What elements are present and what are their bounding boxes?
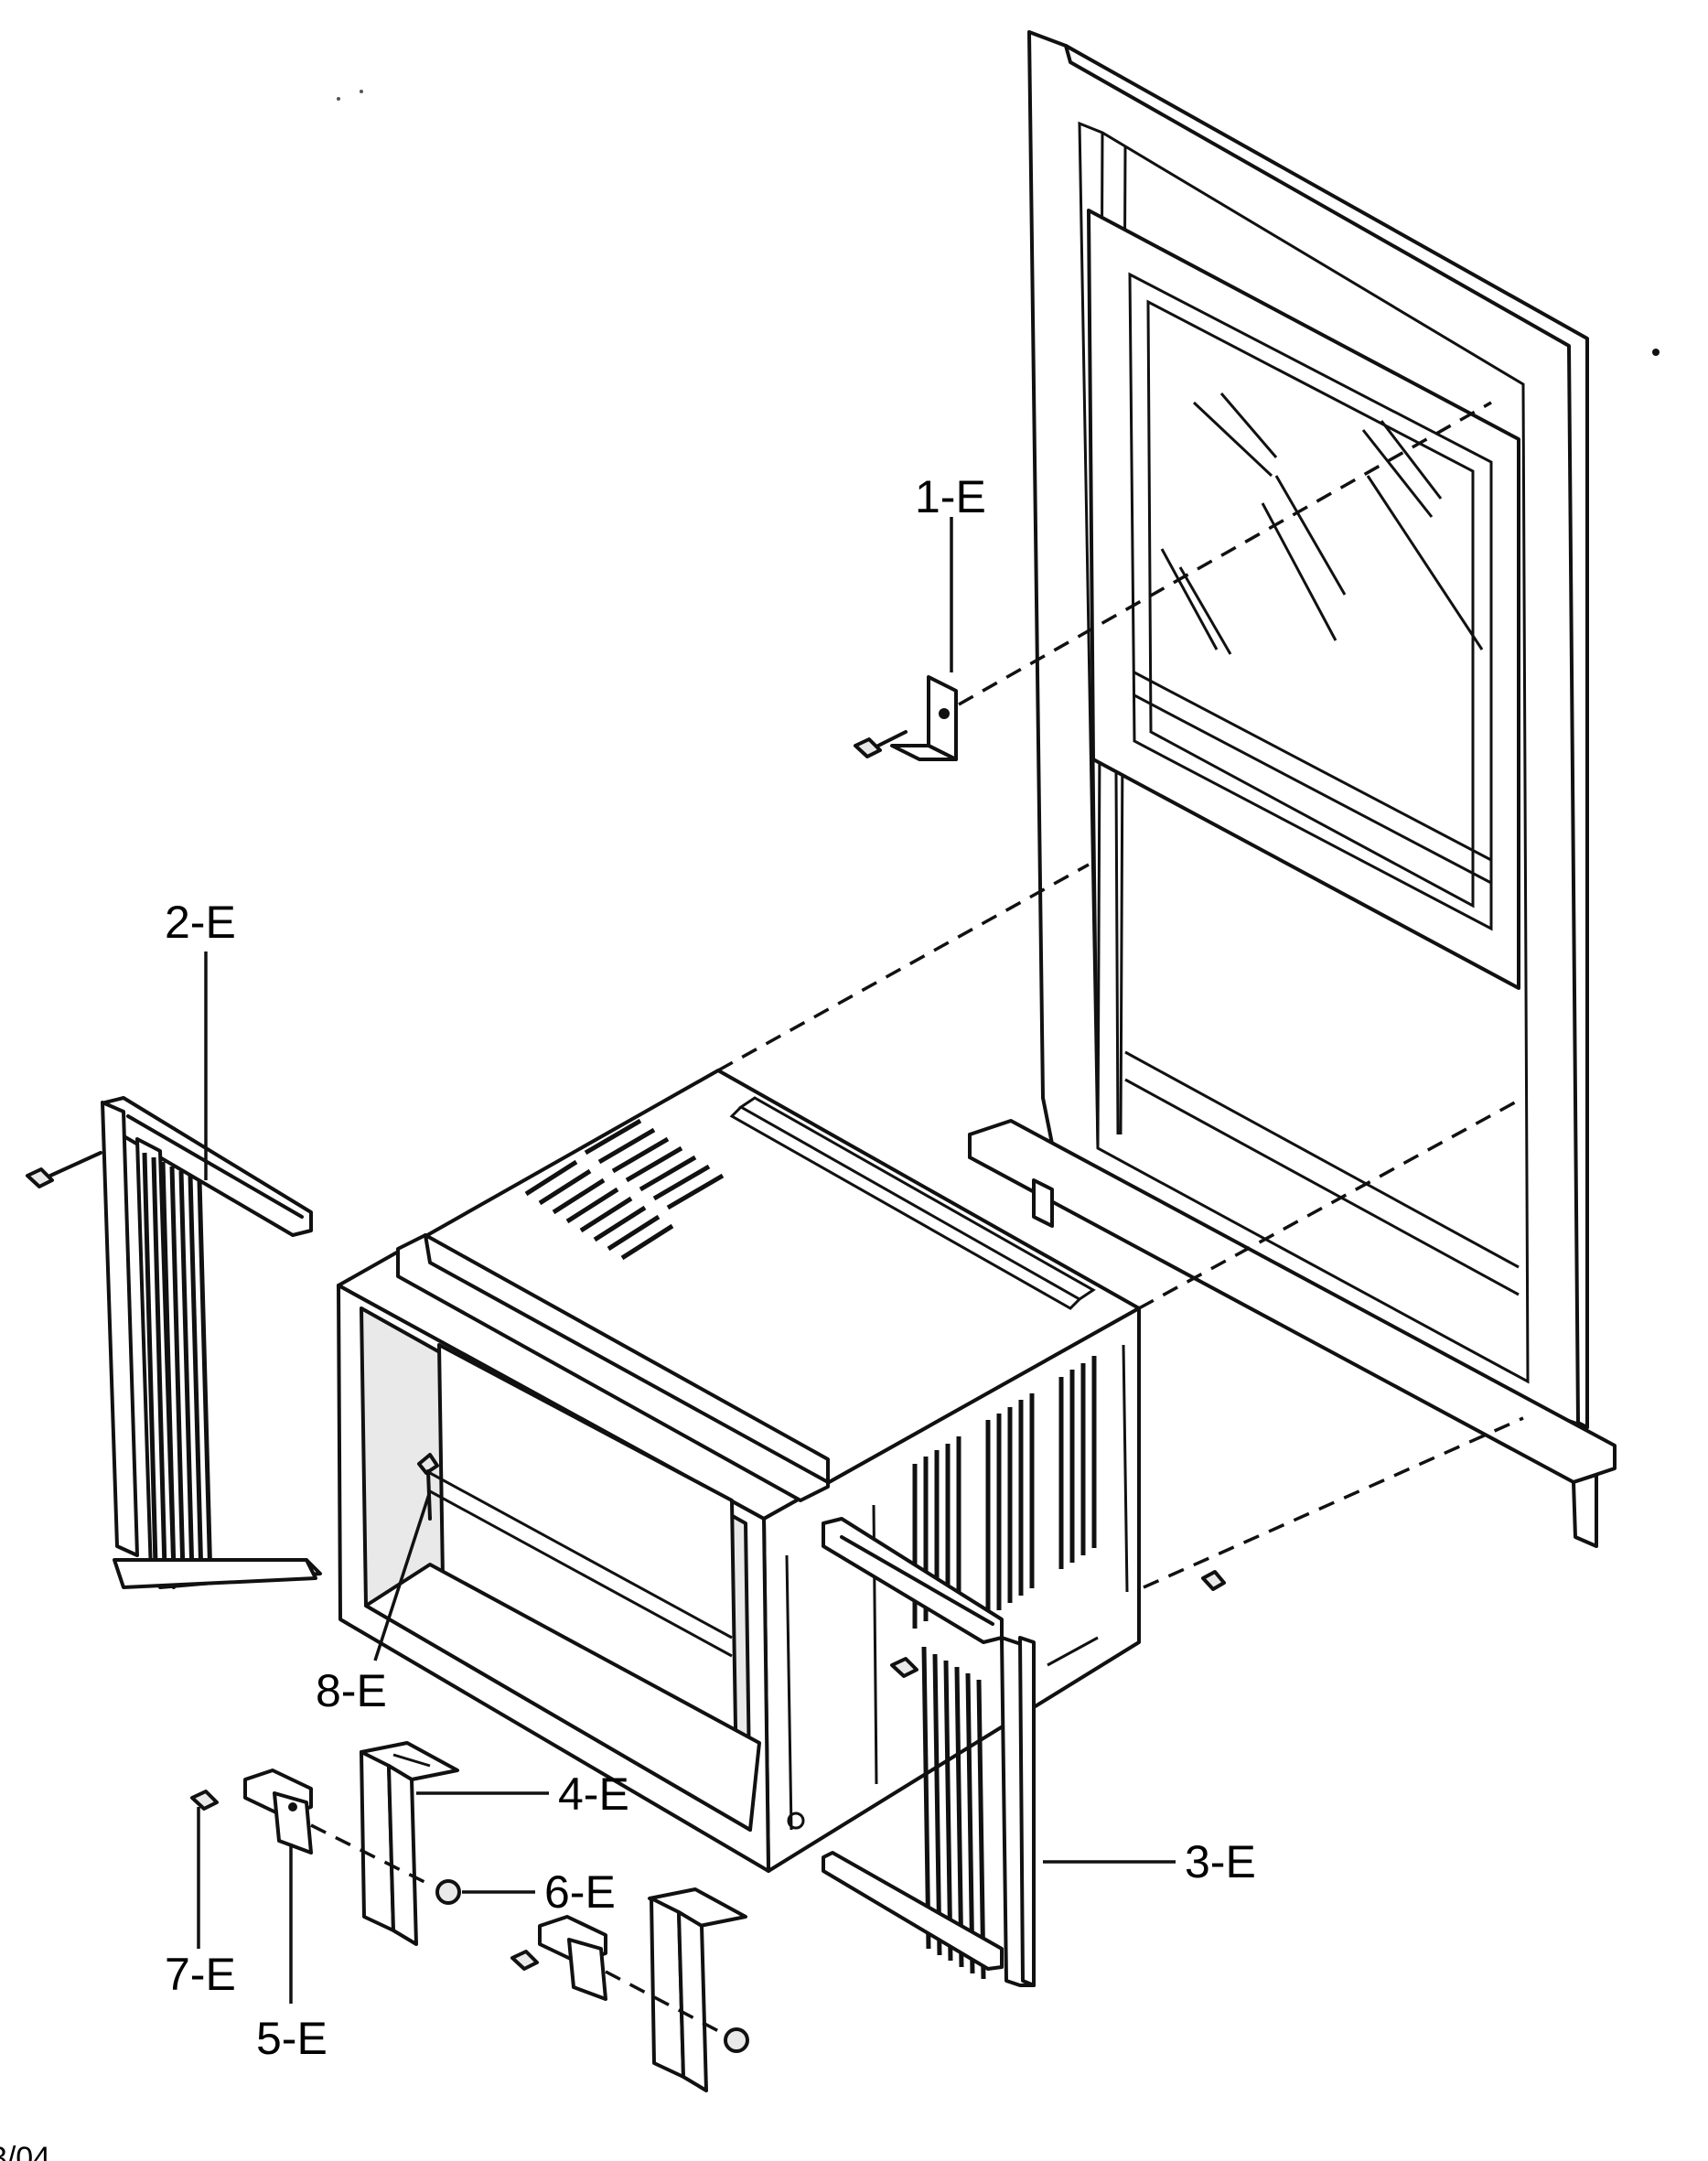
part-3-e-side-curtain-right (822, 1517, 1226, 1987)
callout-label-8-e: 8-E (316, 1665, 387, 1716)
callout-label-1-e: 1-E (915, 471, 986, 522)
footer-fragment: 03/04 (0, 2141, 50, 2161)
part-4-e-support-bracket-second (648, 1887, 747, 2092)
part-4-e-support-bracket (360, 1741, 459, 1946)
speck (360, 90, 363, 93)
callout-label-6-e: 6-E (544, 1866, 616, 1918)
callout-label-3-e: 3-E (1185, 1836, 1256, 1887)
part-5-e-clip (190, 1769, 431, 1887)
part-6-e-nut-second (724, 2027, 749, 2053)
callout-label-4-e: 4-E (558, 1769, 629, 1820)
part-1-e-bracket (854, 675, 958, 761)
part-2-e-side-curtain-left (26, 1096, 322, 1589)
window-frame (968, 30, 1617, 1548)
part-6-e-nut (435, 1879, 461, 1905)
callout-label-2-e: 2-E (165, 897, 236, 948)
alignment-lines (717, 401, 1524, 1589)
callout-label-5-e: 5-E (256, 2013, 328, 2064)
part-5-e-clip-second (510, 1915, 728, 2037)
speck (337, 97, 340, 101)
speck (1652, 349, 1660, 356)
cabinet-housing (337, 1069, 1141, 1873)
callout-leader-8-e (373, 1490, 432, 1661)
callout-label-7-e: 7-E (165, 1949, 236, 2000)
